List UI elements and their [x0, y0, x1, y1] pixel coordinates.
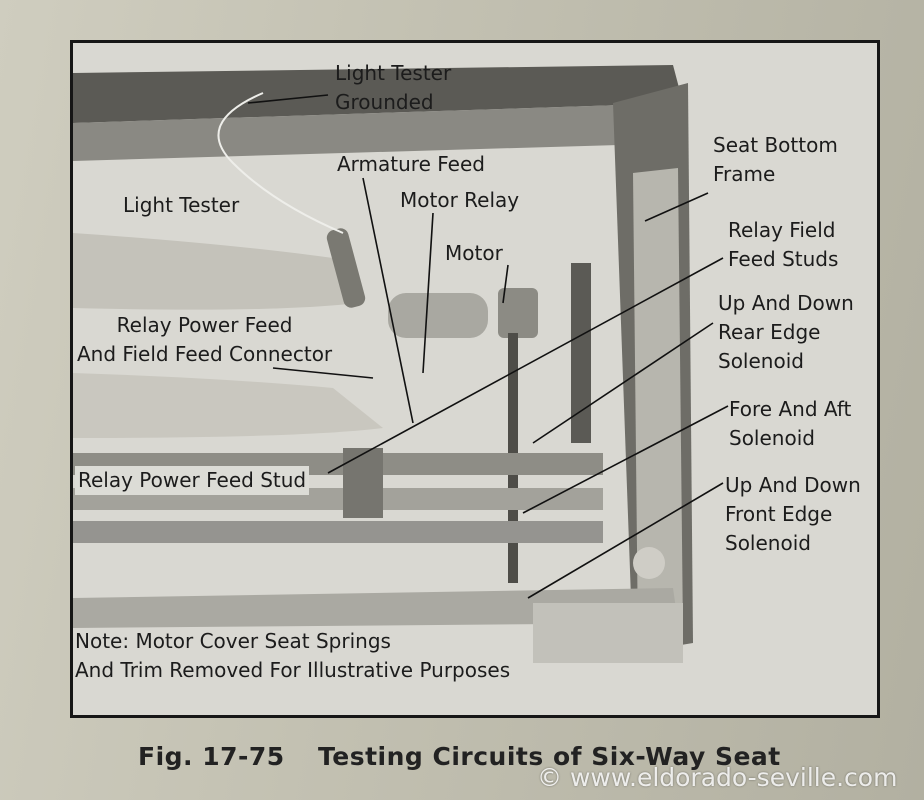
label-motor-relay: Motor Relay	[400, 188, 520, 212]
label-line: Solenoid	[718, 349, 804, 373]
rear-frame-rail	[73, 65, 683, 123]
label-line: Front Edge	[725, 502, 833, 526]
label-line: Relay Field	[728, 218, 836, 242]
seat-illustration	[73, 43, 877, 715]
label-relay-power-feed-connector: Relay Power Feed And Field Feed Connecto…	[77, 311, 332, 369]
diagram-frame: Light Tester Grounded Seat Bottom Frame …	[70, 40, 880, 718]
figure-title: Testing Circuits of Six-Way Seat	[318, 742, 781, 771]
label-line: And Field Feed Connector	[77, 342, 333, 366]
label-line: Relay Power Feed	[116, 313, 293, 337]
label-motor: Motor	[445, 241, 503, 265]
lower-arm	[73, 373, 383, 438]
tube-3	[73, 521, 603, 543]
watermark: © www.eldorado-seville.com	[537, 763, 898, 792]
note-text: Note: Motor Cover Seat Springs And Trim …	[75, 627, 510, 685]
label-up-down-rear-edge-solenoid: Up And Down Rear Edge Solenoid	[718, 289, 854, 376]
label-relay-field-feed-studs: Relay Field Feed Studs	[728, 216, 838, 274]
label-line: Grounded	[335, 90, 434, 114]
label-line: Light Tester	[335, 61, 452, 85]
label-line: Solenoid	[729, 426, 815, 450]
motor	[388, 293, 488, 338]
label-light-tester: Light Tester	[123, 193, 240, 217]
label-light-tester-grounded: Light Tester Grounded	[335, 59, 451, 117]
front-frame-rail	[73, 588, 678, 628]
label-seat-bottom-frame: Seat Bottom Frame	[713, 131, 838, 189]
label-relay-power-feed-stud: Relay Power Feed Stud	[75, 466, 310, 495]
label-line: Rear Edge	[718, 320, 821, 344]
label-line: Up And Down	[718, 291, 854, 315]
label-line: Frame	[713, 162, 776, 186]
label-line: Fore And Aft	[729, 397, 852, 421]
note-line: Note: Motor Cover Seat Springs	[75, 629, 391, 653]
label-line: Solenoid	[725, 531, 811, 555]
label-line: Up And Down	[725, 473, 861, 497]
label-line: Feed Studs	[728, 247, 839, 271]
label-fore-aft-solenoid: Fore And Aft Solenoid	[729, 395, 851, 453]
label-up-down-front-edge-solenoid: Up And Down Front Edge Solenoid	[725, 471, 861, 558]
label-armature-feed: Armature Feed	[337, 152, 485, 176]
figure-number: Fig. 17-75	[138, 742, 285, 771]
left-arm	[73, 233, 358, 310]
leader-lines	[247, 94, 729, 599]
note-line: And Trim Removed For Illustrative Purpos…	[75, 658, 511, 682]
label-line: Seat Bottom	[713, 133, 838, 157]
